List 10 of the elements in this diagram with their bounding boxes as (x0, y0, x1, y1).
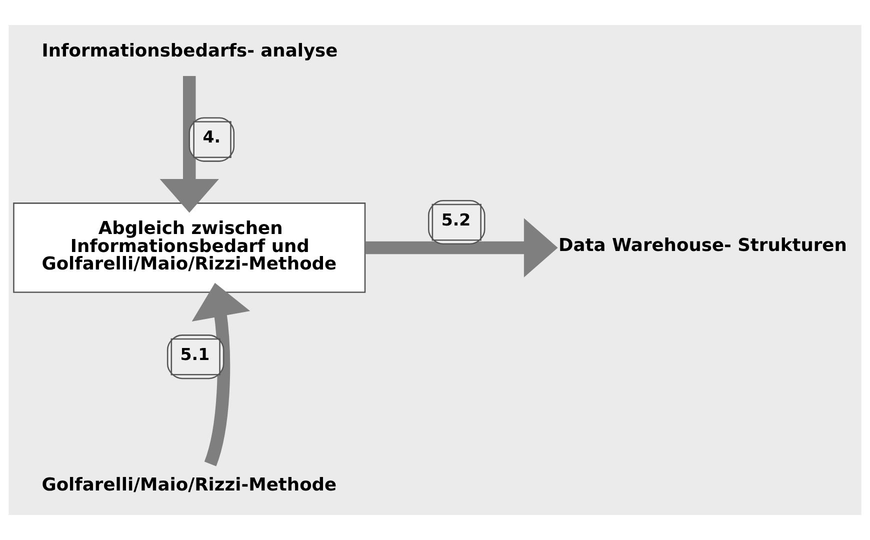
arrow (160, 76, 219, 213)
node-text: Informationsbedarfs- analyse (42, 40, 338, 62)
node-text: Golfarelli/Maio/Rizzi-Methode (42, 474, 337, 496)
edge-label: 5.2 (441, 210, 471, 230)
arrow (192, 282, 250, 466)
edge-label: 5.1 (180, 344, 210, 364)
arrow (365, 218, 558, 278)
edge-label: 4. (202, 128, 221, 147)
node-box: Abgleich zwischen Informationsbedarf und Golfarelli/Maio/Rizzi-Methode (13, 202, 366, 293)
node-text: Data Warehouse- Strukturen (558, 235, 847, 256)
